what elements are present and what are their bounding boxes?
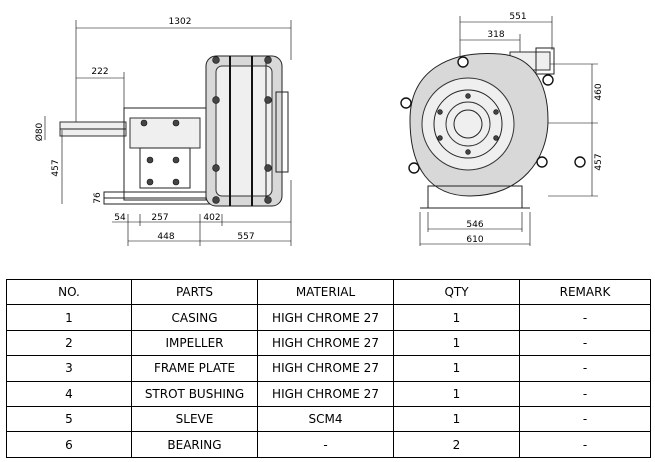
- dim-54: 54: [114, 213, 126, 223]
- cell-no: 5: [6, 405, 132, 433]
- cell-remark: -: [519, 355, 651, 382]
- cell-part: SLEVE: [131, 405, 258, 433]
- cell-no: 2: [6, 329, 132, 357]
- cell-qty: 1: [393, 304, 520, 331]
- cell-qty: 2: [393, 431, 520, 458]
- cell-part: FRAME PLATE: [131, 355, 258, 382]
- dim-402: 402: [203, 213, 220, 223]
- table-row: 1 CASING HIGH CHROME 27 1 -: [6, 304, 651, 331]
- cell-part: BEARING: [131, 431, 258, 458]
- cell-qty: 1: [393, 380, 520, 407]
- col-header-remark: REMARK: [519, 278, 651, 306]
- dim-318: 318: [487, 30, 504, 40]
- cell-part: STROT BUSHING: [131, 380, 258, 407]
- cell-remark: -: [519, 380, 651, 407]
- pump-side-view: 1302 222 Ø80 457 76: [34, 17, 292, 246]
- col-header-parts: PARTS: [131, 278, 258, 306]
- cell-material: -: [257, 431, 394, 458]
- dim-257: 257: [151, 213, 168, 223]
- pump-drawing: 1302 222 Ø80 457 76: [34, 12, 604, 246]
- table-row: 4 STROT BUSHING HIGH CHROME 27 1 -: [6, 380, 651, 407]
- cell-no: 1: [6, 304, 132, 331]
- cell-qty: 1: [393, 355, 520, 382]
- table-row: 2 IMPELLER HIGH CHROME 27 1 -: [6, 329, 651, 357]
- cell-qty: 1: [393, 405, 520, 433]
- cell-remark: -: [519, 431, 651, 458]
- cell-material: HIGH CHROME 27: [257, 304, 394, 331]
- cell-remark: -: [519, 405, 651, 433]
- dim-overall-length: 1302: [169, 17, 192, 27]
- cell-remark: -: [519, 329, 651, 357]
- cell-material: HIGH CHROME 27: [257, 380, 394, 407]
- cell-qty: 1: [393, 329, 520, 357]
- dim-base-height: 76: [93, 192, 103, 204]
- cell-no: 3: [6, 355, 132, 382]
- table-row: 3 FRAME PLATE HIGH CHROME 27 1 -: [6, 355, 651, 382]
- table-row: 5 SLEVE SCM4 1 -: [6, 405, 651, 433]
- col-header-qty: QTY: [393, 278, 520, 306]
- dim-460: 460: [594, 83, 604, 100]
- col-header-material: MATERIAL: [257, 278, 394, 306]
- cell-part: IMPELLER: [131, 329, 258, 357]
- dim-557: 557: [237, 232, 254, 242]
- dim-610: 610: [466, 235, 483, 245]
- col-header-no: NO.: [6, 278, 132, 306]
- cell-part: CASING: [131, 304, 258, 331]
- dim-shaft-extension: 222: [91, 67, 108, 77]
- parts-table: NO. PARTS MATERIAL QTY REMARK 1 CASING H…: [6, 278, 651, 458]
- cell-no: 4: [6, 380, 132, 407]
- cell-material: SCM4: [257, 405, 394, 433]
- dim-448: 448: [157, 232, 174, 242]
- dim-457-front: 457: [594, 153, 604, 170]
- dim-546: 546: [466, 220, 483, 230]
- pump-front-view: 551 318 460 457: [400, 12, 604, 246]
- cell-material: HIGH CHROME 27: [257, 329, 394, 357]
- cell-remark: -: [519, 304, 651, 331]
- dim-shaft-diameter: Ø80: [34, 122, 45, 141]
- dim-shaft-height: 457: [51, 159, 61, 176]
- dim-551: 551: [509, 12, 526, 22]
- cell-material: HIGH CHROME 27: [257, 355, 394, 382]
- table-header-row: NO. PARTS MATERIAL QTY REMARK: [6, 278, 651, 306]
- table-row: 6 BEARING - 2 -: [6, 431, 651, 458]
- cell-no: 6: [6, 431, 132, 458]
